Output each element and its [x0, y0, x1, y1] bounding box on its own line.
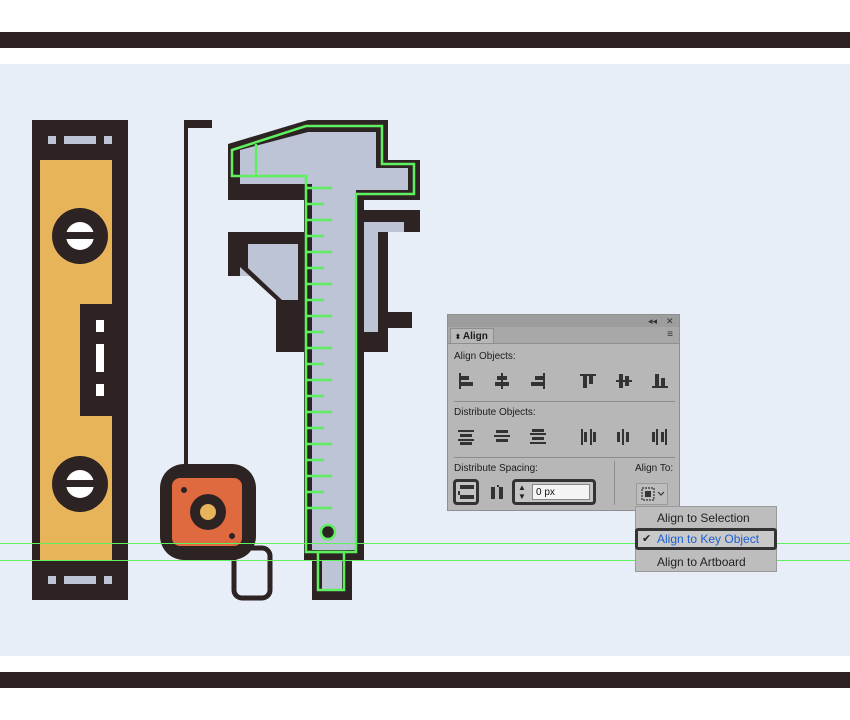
selection-outline: [230, 124, 416, 592]
menu-item-label: Align to Key Object: [657, 532, 760, 546]
vertical-align-bottom-icon[interactable]: [650, 371, 670, 391]
vertical-distribute-center-icon[interactable]: [492, 427, 512, 447]
close-icon[interactable]: ✕: [666, 316, 674, 326]
panel-title-bar[interactable]: ◂◂ ✕: [448, 315, 679, 327]
horizontal-distribute-left-icon[interactable]: [578, 427, 598, 447]
spacing-stepper[interactable]: ▲▼: [512, 479, 596, 505]
align-to-dropdown-menu[interactable]: Align to Selection ✔ Align to Key Object…: [635, 506, 777, 572]
align-panel[interactable]: ◂◂ ✕ ⬍Align ≡ Align Objects: Distribute …: [447, 314, 680, 511]
checkmark-icon: ✔: [642, 533, 652, 545]
vertical-distribute-top-icon[interactable]: [456, 427, 476, 447]
spirit-level-illustration[interactable]: [32, 120, 128, 600]
vertical-distribute-bottom-icon[interactable]: [528, 427, 548, 447]
vertical-distribute-space-icon: [458, 485, 474, 499]
stepper-arrows-icon[interactable]: ▲▼: [518, 483, 526, 501]
bottom-border-bar: [0, 672, 850, 688]
align-to-key-object-icon: [641, 487, 665, 501]
separator: [614, 461, 615, 505]
vertical-align-top-icon[interactable]: [578, 371, 598, 391]
distribute-objects-label: Distribute Objects:: [454, 407, 536, 418]
vertical-align-center-icon[interactable]: [614, 371, 634, 391]
separator: [454, 457, 675, 458]
horizontal-align-left-icon[interactable]: [456, 371, 476, 391]
horizontal-distribute-center-icon[interactable]: [614, 427, 634, 447]
align-to-button[interactable]: [636, 483, 668, 505]
horizontal-guide[interactable]: [0, 560, 850, 561]
menu-item-align-to-key-object[interactable]: ✔ Align to Key Object: [635, 528, 777, 550]
horizontal-distribute-space-icon[interactable]: [488, 482, 508, 502]
horizontal-distribute-right-icon[interactable]: [650, 427, 670, 447]
panel-menu-icon[interactable]: ≡: [667, 329, 673, 340]
caliper-illustration[interactable]: [228, 120, 420, 600]
updown-arrows-icon: ⬍: [455, 334, 461, 341]
align-to-label: Align To:: [635, 463, 674, 474]
spacing-input[interactable]: [532, 484, 590, 500]
distribute-spacing-label: Distribute Spacing:: [454, 463, 538, 474]
top-border-bar: [0, 32, 850, 48]
tab-align[interactable]: ⬍Align: [450, 328, 494, 343]
separator: [454, 401, 675, 402]
panel-tab-bar: ⬍Align ≡: [448, 327, 679, 344]
horizontal-align-center-icon[interactable]: [492, 371, 512, 391]
caliper-tick-marks: [306, 186, 332, 510]
horizontal-align-right-icon[interactable]: [528, 371, 548, 391]
tab-align-label: Align: [462, 331, 488, 342]
menu-item-align-to-artboard[interactable]: Align to Artboard: [657, 555, 746, 569]
tape-measure-illustration[interactable]: [160, 120, 273, 601]
menu-item-align-to-selection[interactable]: Align to Selection: [657, 511, 750, 525]
collapse-icon[interactable]: ◂◂: [648, 316, 658, 326]
vertical-distribute-space-button[interactable]: [453, 479, 479, 505]
horizontal-guide[interactable]: [0, 543, 850, 544]
align-objects-label: Align Objects:: [454, 351, 516, 362]
